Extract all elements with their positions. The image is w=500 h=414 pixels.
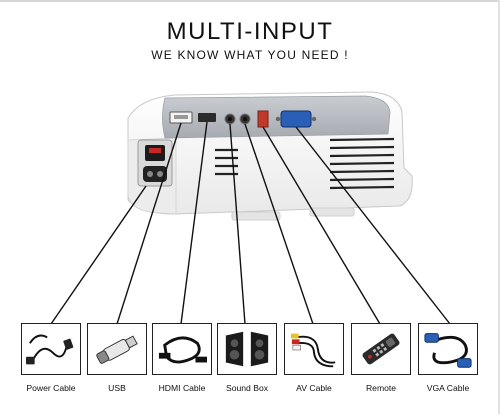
hdmi-port <box>198 113 216 122</box>
right-border <box>498 0 500 414</box>
vga-cable-icon <box>418 323 478 375</box>
usb-drive-icon <box>87 323 147 375</box>
audio-connector-line <box>229 123 246 325</box>
connector-lines <box>50 121 451 325</box>
label-usb: USB <box>108 383 126 393</box>
power-connector-line <box>50 185 147 325</box>
av-cable-icon <box>284 323 344 375</box>
remote-control-icon <box>351 323 411 375</box>
cooling-vents <box>215 137 395 190</box>
ir-sensor <box>257 110 269 128</box>
label-vga-cable: VGA Cable <box>426 383 470 393</box>
hdmi-connector-line <box>180 121 208 325</box>
power-cable-icon <box>21 323 81 375</box>
hdmi-cable-icon <box>152 323 212 375</box>
label-power-cable: Power Cable <box>26 383 76 393</box>
vga-connector-line <box>295 126 451 325</box>
speakers-icon <box>217 323 277 375</box>
usb-connector-line <box>116 122 182 325</box>
page-title: MULTI-INPUT <box>166 18 334 45</box>
label-remote: Remote <box>365 383 397 393</box>
power-socket <box>143 166 167 182</box>
top-border <box>0 0 500 2</box>
label-av-cable: AV Cable <box>296 383 332 393</box>
remote-connector-line <box>262 126 381 325</box>
label-sound-box: Sound Box <box>225 383 269 393</box>
av-connector-line <box>244 123 314 325</box>
page-subtitle: WE KNOW WHAT YOU NEED ! <box>151 48 349 62</box>
label-hdmi-cable: HDMI Cable <box>158 383 206 393</box>
vga-port <box>280 110 312 128</box>
